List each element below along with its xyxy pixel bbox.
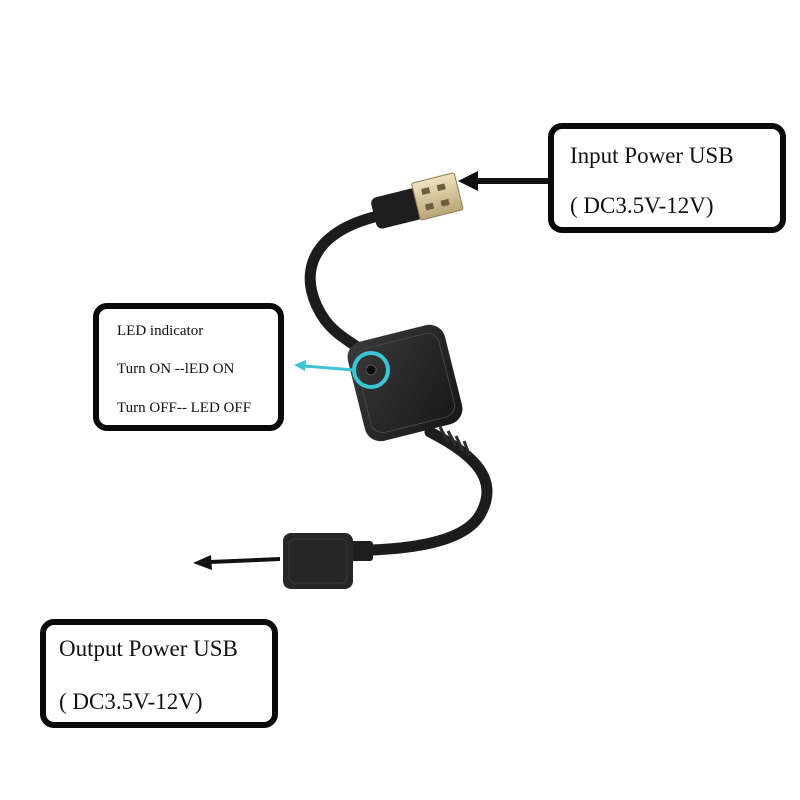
led-pointer-arrow	[294, 360, 355, 372]
led-indicator-callout: LED indicator Turn ON --lED ON Turn OFF-…	[93, 303, 284, 431]
led-indicator-title: LED indicator	[117, 323, 204, 339]
usb-a-female-socket	[283, 533, 373, 589]
led-off-state: Turn OFF-- LED OFF	[117, 400, 252, 416]
input-voltage-range: ( DC3.5V-12V)	[570, 193, 714, 218]
upper-cable	[304, 210, 384, 366]
lower-cable	[366, 426, 493, 556]
led-on-state: Turn ON --lED ON	[117, 361, 235, 377]
input-power-callout: Input Power USB ( DC3.5V-12V)	[548, 123, 786, 233]
led-indicator-dot	[365, 364, 377, 376]
output-arrow	[193, 555, 281, 570]
strain-relief-lower	[438, 426, 472, 457]
input-power-title: Input Power USB	[570, 143, 734, 168]
output-voltage-range: ( DC3.5V-12V)	[59, 689, 203, 714]
usb-a-male-plug	[371, 172, 464, 229]
output-power-title: Output Power USB	[59, 636, 238, 661]
output-power-callout: Output Power USB ( DC3.5V-12V)	[40, 619, 278, 728]
input-arrow	[458, 171, 548, 191]
